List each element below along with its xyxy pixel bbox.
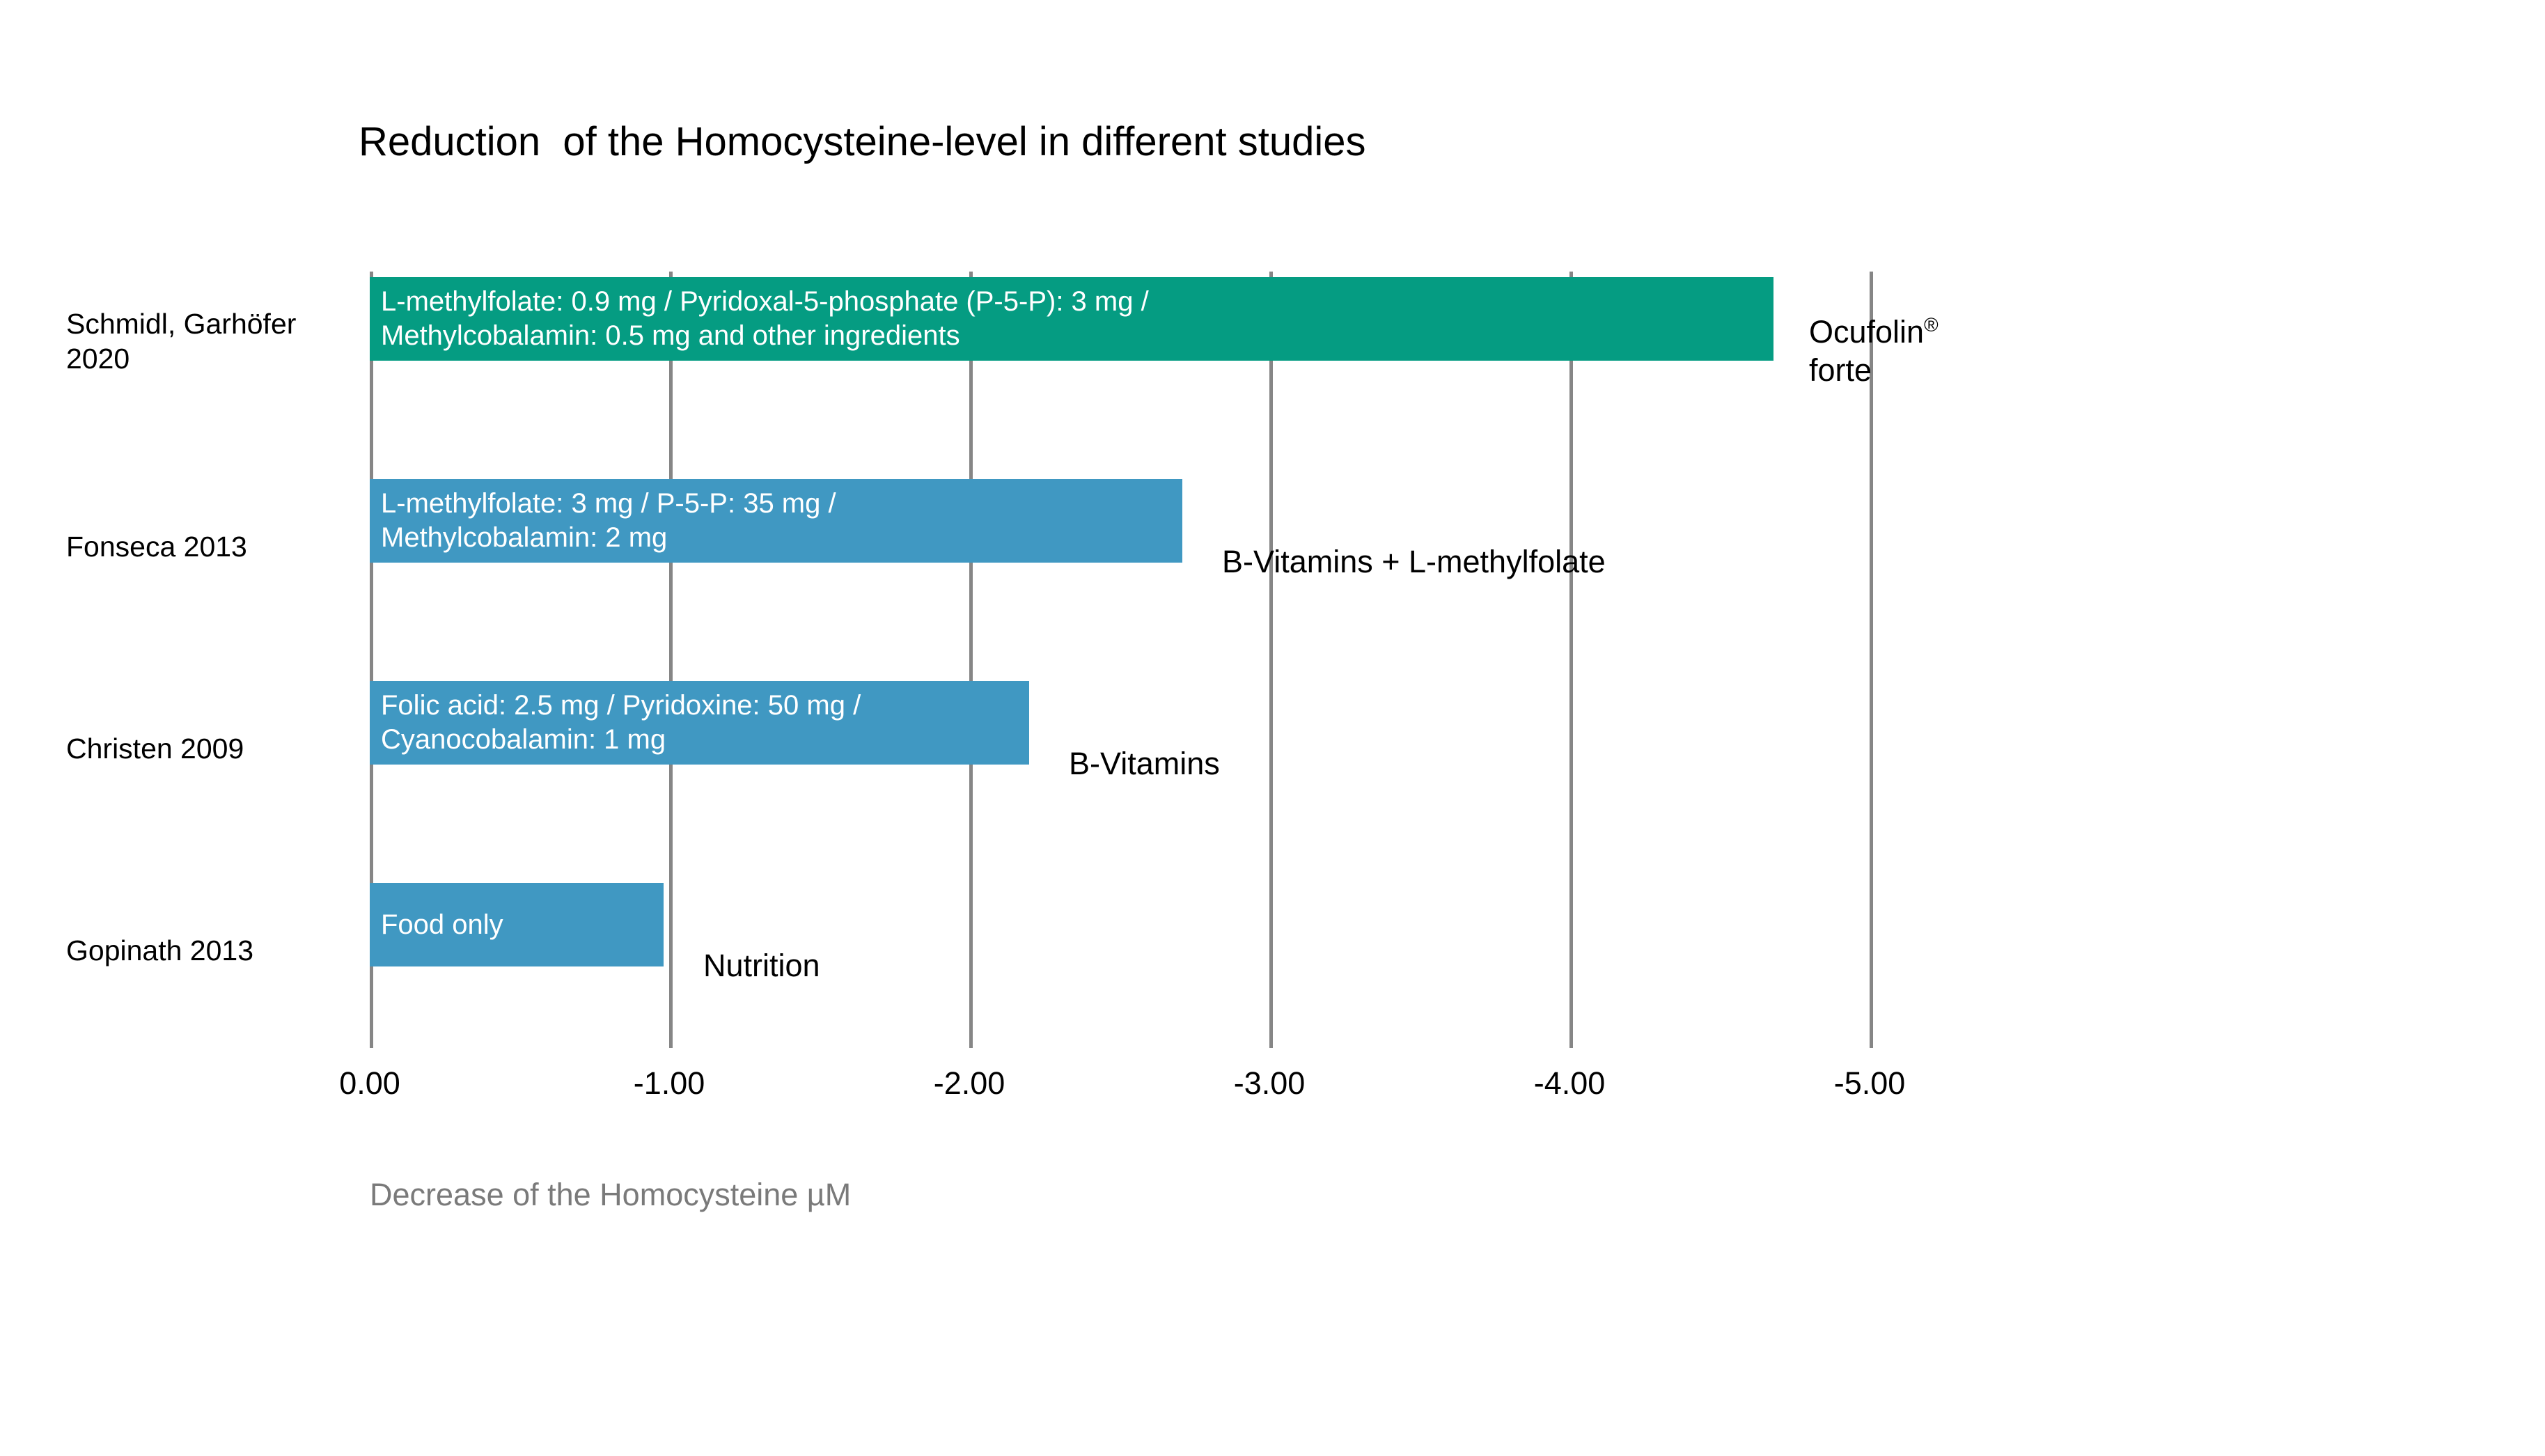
gridline-4 bbox=[1569, 272, 1573, 1048]
bar-value-label: L-methylfolate: 0.9 mg / Pyridoxal-5-pho… bbox=[381, 286, 1149, 351]
bar-value-label: L-methylfolate: 3 mg / P-5-P: 35 mg / Me… bbox=[381, 488, 836, 553]
gridline-5 bbox=[1870, 272, 1873, 1048]
registered-trademark-icon: ® bbox=[1924, 314, 1939, 336]
annotation-text-line2: forte bbox=[1809, 352, 1872, 388]
plot-area: L-methylfolate: 0.9 mg / Pyridoxal-5-pho… bbox=[370, 272, 1873, 1048]
category-label-gopinath-2013: Gopinath 2013 bbox=[66, 934, 254, 966]
annotation-nutrition: Nutrition bbox=[703, 948, 820, 983]
gridline-0 bbox=[370, 272, 373, 1048]
x-tick-0: 0.00 bbox=[339, 1065, 400, 1101]
bar-gopinath-2013[interactable]: Food only bbox=[370, 883, 664, 966]
annotation-b-vitamins: B-Vitamins bbox=[1069, 746, 1220, 781]
bar-christen-2009[interactable]: Folic acid: 2.5 mg / Pyridoxine: 50 mg /… bbox=[370, 681, 1029, 765]
x-tick-4: -4.00 bbox=[1533, 1065, 1606, 1101]
bar-fonseca-2013[interactable]: L-methylfolate: 3 mg / P-5-P: 35 mg / Me… bbox=[370, 479, 1182, 563]
x-tick-1: -1.00 bbox=[633, 1065, 705, 1101]
x-tick-2: -2.00 bbox=[933, 1065, 1005, 1101]
annotation-b-vitamins-plus-l-methylfolate: B-Vitamins + L-methylfolate bbox=[1222, 544, 1606, 579]
annotation-text-line1: Ocufolin® bbox=[1809, 314, 1939, 350]
bar-value-label: Food only bbox=[381, 909, 503, 940]
category-label-christen-2009: Christen 2009 bbox=[66, 733, 244, 765]
x-tick-5: -5.00 bbox=[1833, 1065, 1906, 1101]
category-label-schmidl-garhofer-2020: Schmidl, Garhöfer 2020 bbox=[66, 308, 297, 375]
bar-value-label: Folic acid: 2.5 mg / Pyridoxine: 50 mg /… bbox=[381, 690, 861, 755]
gridline-2 bbox=[969, 272, 973, 1048]
x-axis-label: Decrease of the Homocysteine µM bbox=[370, 1177, 852, 1212]
bar-schmidl-garhofer-2020[interactable]: L-methylfolate: 0.9 mg / Pyridoxal-5-pho… bbox=[370, 277, 1773, 361]
annotation-ocufolin-forte: Ocufolin®forte bbox=[1809, 313, 1939, 390]
gridline-1 bbox=[669, 272, 673, 1048]
category-label-fonseca-2013: Fonseca 2013 bbox=[66, 531, 247, 563]
x-tick-3: -3.00 bbox=[1233, 1065, 1306, 1101]
x-axis-tick-labels: 0.00 -1.00 -2.00 -3.00 -4.00 -5.00 bbox=[339, 1065, 1905, 1114]
gridline-3 bbox=[1269, 272, 1273, 1048]
page-title: Reduction of the Homocysteine-level in d… bbox=[359, 119, 1366, 164]
